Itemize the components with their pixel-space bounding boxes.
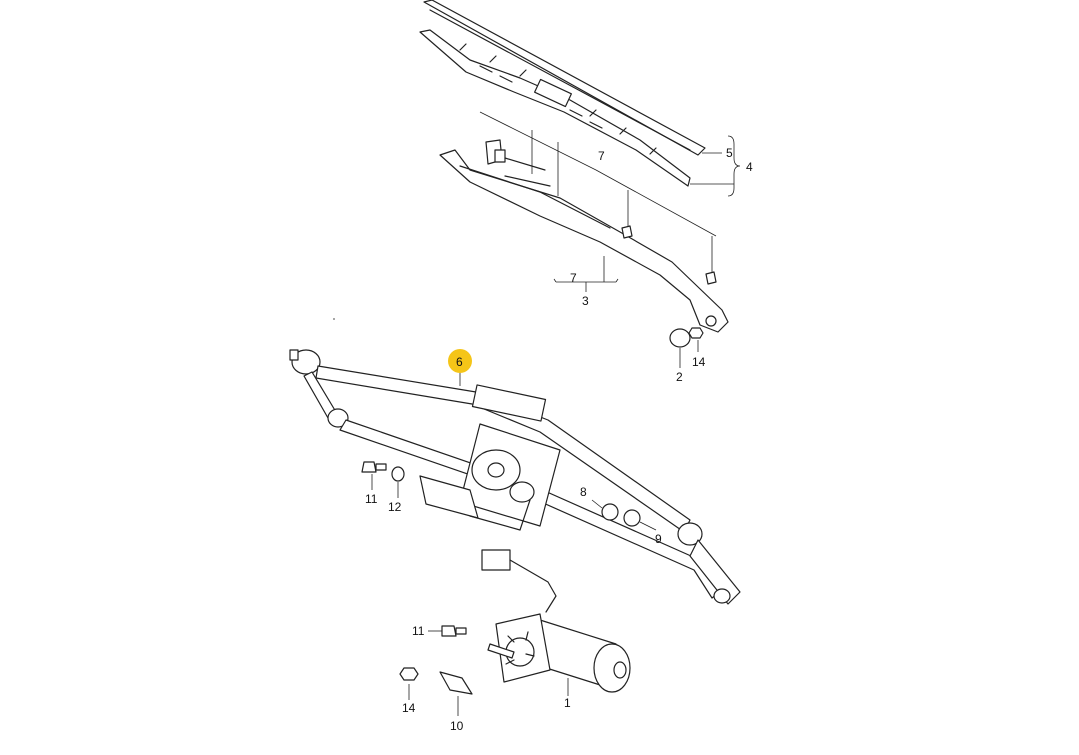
bolt-11-upper [361,461,387,490]
callouts: 5 4 7 7 3 2 14 6 11 12 8 9 11 14 10 1 [365,146,753,733]
callout-9: 9 [655,532,662,546]
wiper-motor [487,613,631,696]
callout-11-upper: 11 [365,492,378,506]
ring-9 [623,509,657,531]
wiper-linkage-frame [289,349,741,605]
wiper-arm [439,111,729,333]
callout-7-lower: 7 [570,271,577,285]
nut-14-upper [688,327,704,352]
callout-3: 3 [582,294,589,308]
callout-5: 5 [726,146,733,160]
bushing-8 [591,499,619,521]
callout-11-lower: 11 [412,624,425,638]
callout-14-lower: 14 [402,701,416,715]
callout-12: 12 [388,500,402,514]
callout-6: 6 [456,355,463,369]
bolt-11-lower [428,625,467,637]
callout-7-upper: 7 [598,149,605,163]
washer-12 [391,466,405,498]
callout-6-highlight [448,349,472,373]
cap-2 [669,328,691,368]
callout-10: 10 [450,719,464,733]
callout-8: 8 [580,485,587,499]
callout-1: 1 [564,696,571,710]
bracket-10 [439,671,473,716]
callout-14-upper: 14 [692,355,706,369]
nut-14-lower [399,667,419,700]
connector-plug [481,549,557,613]
wiper-blade [419,0,741,197]
callout-4: 4 [746,160,753,174]
callout-2: 2 [676,370,683,384]
